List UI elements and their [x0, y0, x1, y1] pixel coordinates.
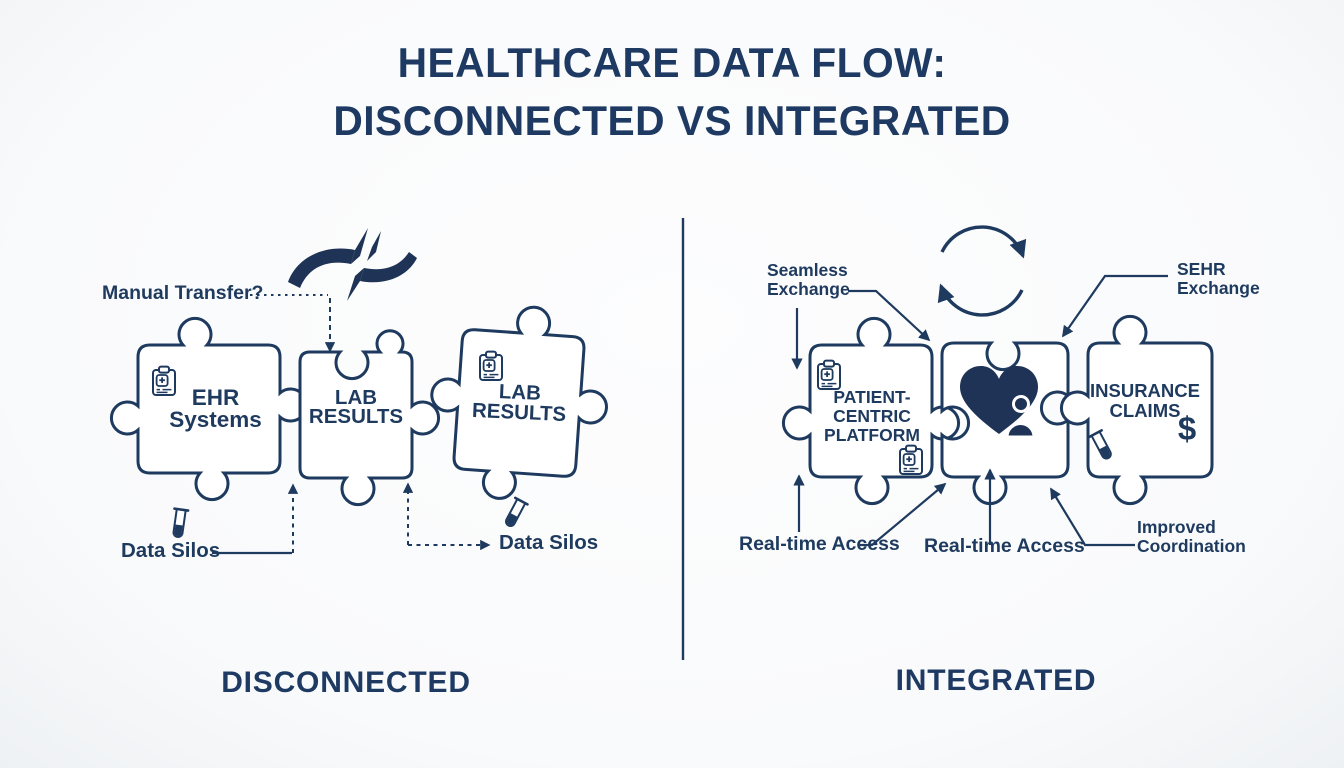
ehr-exchange-arrow [1062, 274, 1168, 338]
manual-transfer-label: Manual Transfer? [102, 282, 264, 304]
seamless-exchange-arrow-diagonal [848, 289, 931, 342]
test-tube-icon [169, 507, 190, 540]
puzzle-piece-lab-results-right [430, 305, 608, 500]
dollar-sign: $ [1177, 410, 1197, 447]
medical-clipboard-icon [479, 350, 503, 381]
medical-clipboard-icon [899, 444, 923, 475]
realtime-left-arrow-diagonal [860, 482, 947, 547]
puzzle-piece-insurance-claims [1059, 314, 1214, 506]
puzzle-piece-ehr-systems [109, 316, 309, 502]
data-silos-right-label: Data Silos [499, 531, 599, 554]
ehr-systems-label: EHR Systems [169, 385, 262, 432]
insurance-claims-label: INSURANCE CLAIMS [1090, 380, 1200, 421]
patient-centric-platform-label: PATIENT- CENTRIC PLATFORM [824, 387, 920, 445]
title-line2: DISCONNECTED VS INTEGRATED [333, 97, 1011, 144]
title-line1: HEALTHCARE DATA FLOW: [397, 39, 947, 86]
medical-clipboard-icon [817, 359, 841, 390]
realtime-access-center-label: Real-time Access [924, 535, 1085, 557]
improved-coordination-arrow [1050, 487, 1135, 547]
heart-patient-icon [960, 366, 1038, 439]
data-silos-left-label: Data Silos [121, 539, 221, 562]
integrated-section-label: INTEGRATED [895, 664, 1097, 697]
test-tube-icon [501, 496, 529, 531]
sync-arrows-icon [937, 225, 1027, 317]
disconnected-section-label: DISCONNECTED [221, 666, 471, 699]
puzzle-piece-lab-results-mid [298, 329, 441, 507]
realtime-access-left-label: Real-time Access [739, 533, 900, 555]
lab-results-mid-label: LAB RESULTS [308, 386, 404, 428]
lab-results-right-label: LAB RESULTS [471, 380, 567, 426]
seamless-exchange-label: Seamless Exchange [767, 260, 850, 299]
page-title: HEALTHCARE DATA FLOW: DISCONNECTED VS IN… [20, 34, 1324, 150]
broken-link-icon [288, 228, 417, 301]
improved-coordination-label: Improved Coordination [1137, 517, 1246, 556]
ehr-exchange-label: SEHR Exchange [1177, 259, 1260, 298]
